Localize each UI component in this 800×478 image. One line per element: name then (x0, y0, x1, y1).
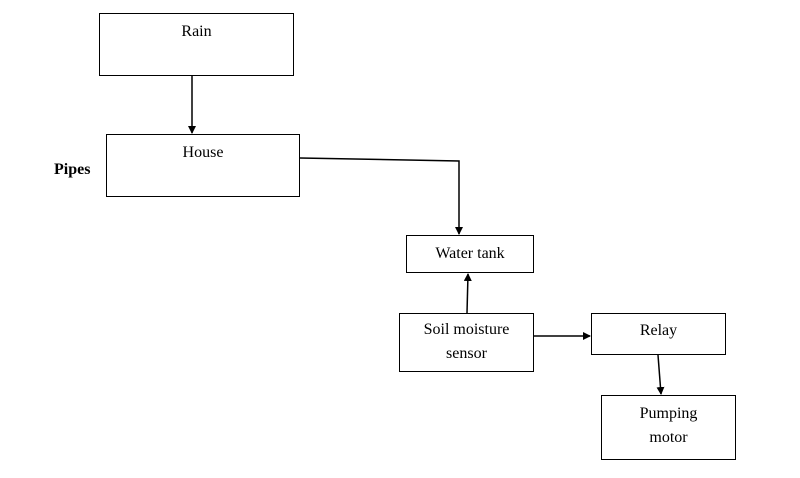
pipes-label: Pipes (54, 161, 91, 178)
node-house: House (106, 134, 300, 197)
arrow-relay-to-pumping-motor (656, 354, 665, 395)
node-pumping-motor-label-line-1: Pumping (639, 405, 698, 422)
node-water-tank: Water tank (406, 235, 534, 273)
arrow-house-to-water-tank (299, 157, 463, 235)
node-soil-moisture-sensor-label-line-1: Soil moisture (423, 321, 510, 338)
node-rain-label: Rain (181, 23, 212, 40)
node-soil-moisture-sensor: Soil moisture sensor (399, 313, 534, 372)
node-house-label: House (182, 144, 224, 161)
node-water-tank-label: Water tank (435, 245, 505, 262)
node-pumping-motor-label-line-2: motor (649, 429, 688, 446)
node-pumping-motor: Pumping motor (601, 395, 736, 460)
node-soil-moisture-sensor-label-line-2: sensor (446, 345, 487, 362)
node-relay-label: Relay (639, 322, 678, 339)
arrow-sensor-to-water-tank (463, 273, 472, 314)
node-rain: Rain (99, 13, 294, 76)
node-relay: Relay (591, 313, 726, 355)
